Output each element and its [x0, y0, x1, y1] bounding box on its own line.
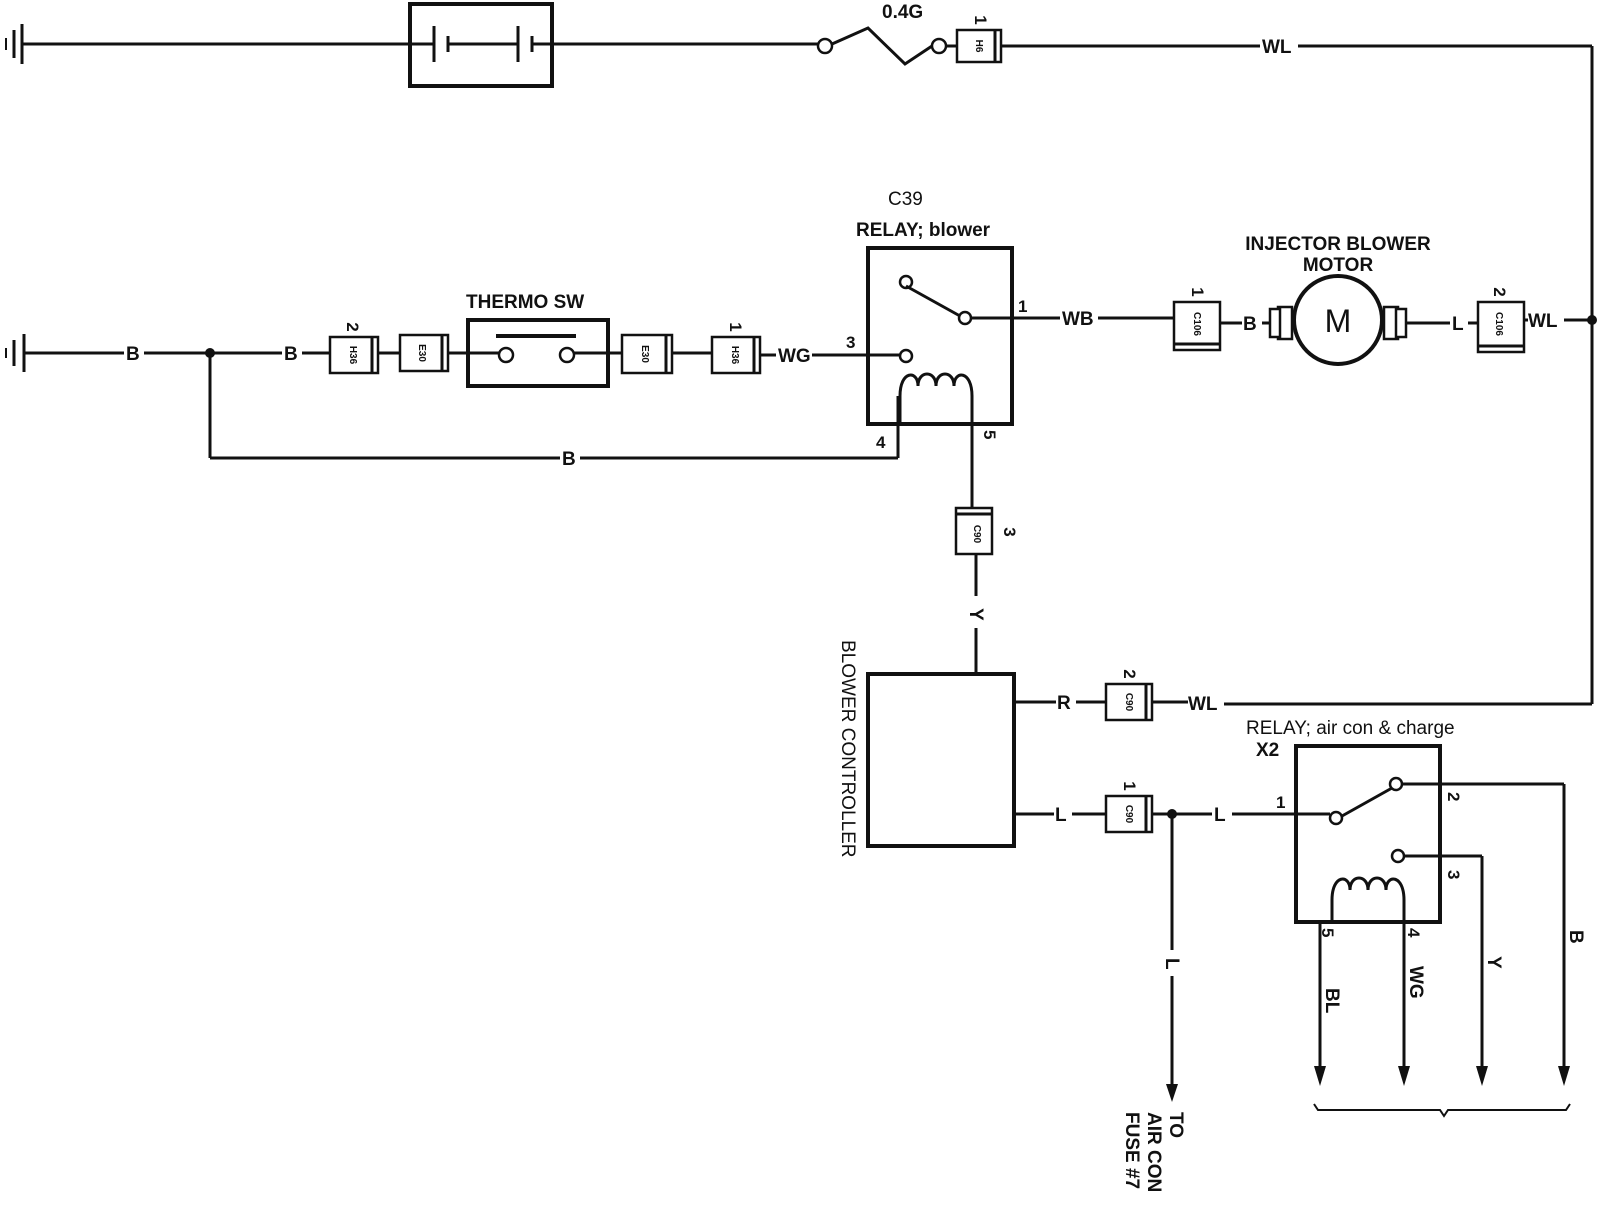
fuse-link	[816, 26, 948, 66]
connector-c90-c: 1 C90	[1104, 781, 1154, 834]
connector-e30b-code: E30	[639, 345, 650, 363]
ground-symbol-mid	[5, 334, 26, 372]
connector-h36b-code: H36	[729, 346, 740, 365]
wire-label-wl-mid: WL	[1188, 694, 1218, 715]
relay-blower-pin-3: 3	[846, 333, 855, 352]
connector-c106a-pin: 1	[1188, 287, 1207, 296]
wire-label-top-wl: WL	[1262, 37, 1292, 58]
motor-name-line2: MOTOR	[1303, 255, 1374, 276]
battery-symbol	[408, 2, 554, 88]
relay-aircon-code: X2	[1256, 740, 1279, 761]
arrow-b3	[1558, 1066, 1570, 1086]
ground-symbol-top	[5, 24, 24, 64]
relay-blower-pin-4: 4	[876, 433, 886, 452]
connector-c90-a: 3 C90	[954, 506, 1019, 556]
relay-aircon-pin-3: 3	[1444, 870, 1463, 879]
relay-aircon-pin-1: 1	[1276, 793, 1285, 812]
connector-e30-b: E30	[620, 333, 674, 375]
connector-c106-a: 1 C106	[1172, 287, 1222, 352]
arrow-l-down	[1166, 1084, 1178, 1102]
wire-label-b2: B	[284, 344, 298, 365]
connector-c90-b: 2 C90	[1104, 669, 1154, 722]
connector-c106b-pin: 2	[1490, 287, 1509, 296]
connector-e30-a: E30	[398, 333, 450, 373]
connector-c90b-code: C90	[1123, 693, 1134, 712]
wire-label-r: R	[1057, 693, 1071, 714]
relay-blower-code: C39	[888, 189, 923, 210]
connector-h36a-code: H36	[347, 346, 358, 365]
wire-label-motor-b: B	[1243, 314, 1257, 335]
wire-label-y: Y	[965, 608, 986, 621]
relay-blower-name: RELAY; blower	[856, 220, 991, 241]
wire-label-b1: B	[126, 344, 140, 365]
relay-blower-pin-1: 1	[1018, 297, 1027, 316]
arrow-bl	[1314, 1066, 1326, 1086]
wire-label-l1: L	[1055, 805, 1067, 826]
connector-e30a-code: E30	[416, 344, 427, 362]
relay-blower	[866, 246, 1014, 426]
wire-label-wl-right: WL	[1528, 311, 1558, 332]
connector-c106a-code: C106	[1191, 312, 1202, 336]
wire-label-wg2: WG	[1405, 966, 1426, 999]
connector-c90a-pin: 3	[1000, 527, 1019, 536]
wire-label-l2: L	[1214, 805, 1226, 826]
connector-h36-a: 2 H36	[328, 322, 380, 375]
motor-symbol: M	[1325, 303, 1352, 339]
relay-aircon-pin-5: 5	[1318, 928, 1337, 937]
connector-c90c-code: C90	[1123, 805, 1134, 824]
connector-c90b-pin: 2	[1120, 669, 1139, 678]
wire-label-bl: BL	[1321, 988, 1342, 1014]
relay-aircon-pin-4: 4	[1404, 928, 1423, 938]
destination-line3: FUSE #7	[1121, 1112, 1142, 1189]
wire-label-wg: WG	[778, 346, 811, 367]
wire-label-b3: B	[1565, 930, 1586, 944]
destination-line1: TO	[1165, 1112, 1186, 1138]
wire-label-motor-l: L	[1452, 314, 1464, 335]
connector-h6: 1 H6	[955, 15, 1003, 64]
connector-c106-b: 2 C106	[1476, 287, 1526, 354]
arrow-wg2	[1398, 1066, 1410, 1086]
arrow-y2	[1476, 1066, 1488, 1086]
fuse-label: 0.4G	[882, 2, 923, 23]
wire-label-wb: WB	[1062, 309, 1094, 330]
connector-h6-code: H6	[973, 40, 984, 53]
connector-c106b-code: C106	[1493, 312, 1504, 336]
thermo-sw-label: THERMO SW	[466, 292, 584, 313]
relay-aircon	[1294, 744, 1442, 924]
blower-controller-box	[866, 672, 1016, 848]
connector-h36b-pin: 1	[726, 322, 745, 331]
connector-c90a-code: C90	[971, 525, 982, 544]
wire-label-l-down: L	[1161, 958, 1182, 970]
motor-name-line1: INJECTOR BLOWER	[1245, 234, 1431, 255]
connector-h6-pin: 1	[971, 15, 990, 24]
output-bracket	[1313, 1103, 1571, 1118]
blower-controller-label: BLOWER CONTROLLER	[837, 640, 858, 857]
connector-c90c-pin: 1	[1120, 781, 1139, 790]
connector-h36a-pin: 2	[343, 322, 362, 331]
relay-aircon-name: RELAY; air con & charge	[1246, 718, 1455, 739]
wire-label-b-loop: B	[562, 449, 576, 470]
relay-aircon-pin-2: 2	[1444, 792, 1463, 801]
relay-blower-pin-5: 5	[980, 430, 999, 439]
destination-line2: AIR CON	[1143, 1112, 1164, 1192]
connector-h36-b: 1 H36	[710, 322, 762, 375]
wire-label-y2: Y	[1483, 956, 1504, 969]
